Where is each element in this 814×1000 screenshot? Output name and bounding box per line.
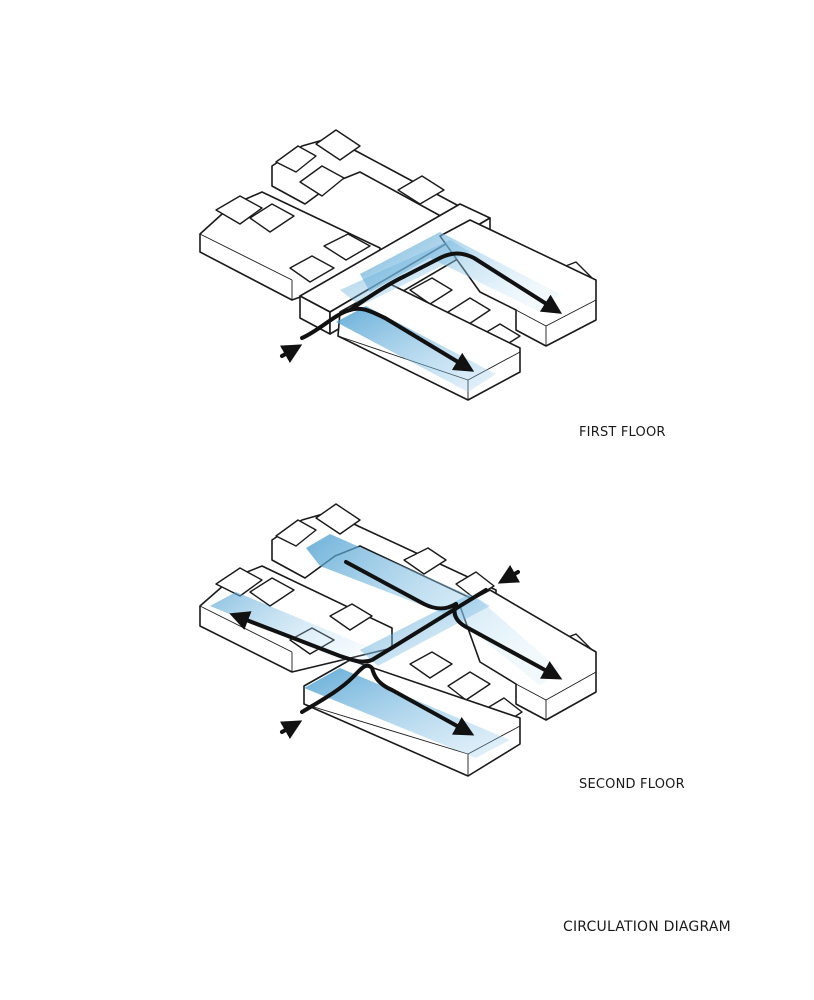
diagram-title: CIRCULATION DIAGRAM	[563, 919, 731, 935]
second-floor-label: SECOND FLOOR	[579, 777, 685, 792]
circulation-paths-first	[279, 251, 563, 372]
first-floor-label: FIRST FLOOR	[579, 425, 666, 440]
roofs-first-floor	[215, 129, 597, 351]
first-floor-model	[199, 129, 597, 401]
second-floor-model	[199, 503, 597, 777]
circulation-paths-second	[229, 560, 563, 740]
